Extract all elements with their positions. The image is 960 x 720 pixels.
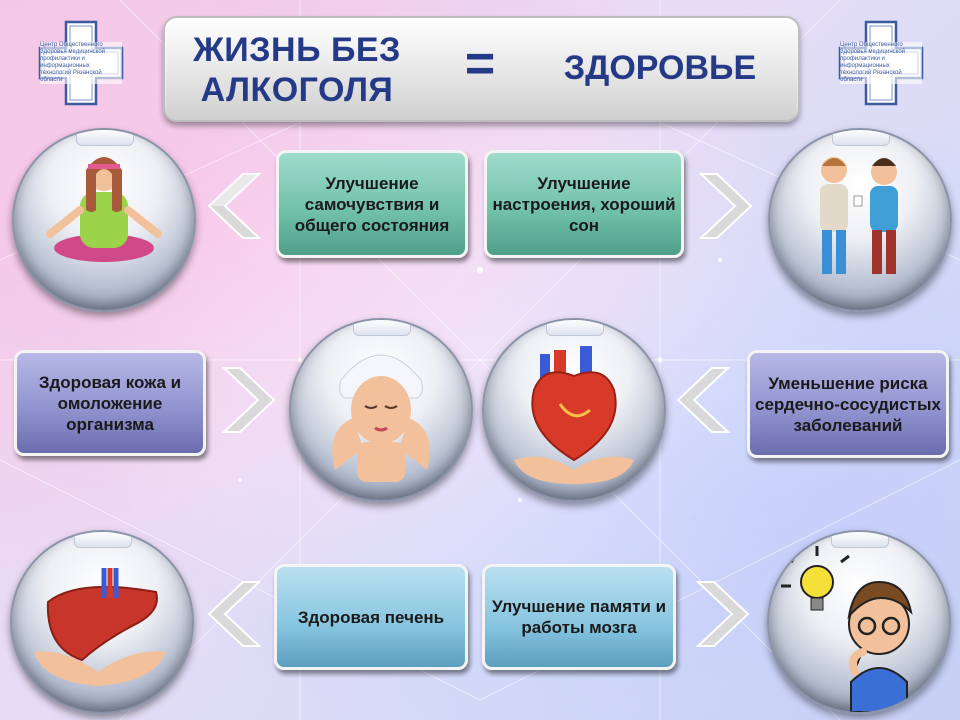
chevron-right-icon — [221, 367, 276, 433]
circle-meditation — [12, 128, 196, 312]
title-left-text: ЖИЗНЬ БЕЗ АЛКОГОЛЯ — [193, 31, 401, 109]
woman-skincare-icon — [332, 354, 430, 482]
benefit-liver: Здоровая печень — [274, 564, 468, 670]
friends-talking-icon — [820, 157, 898, 274]
logo-right: Центр Общественного Здоровья медицинской… — [836, 18, 926, 108]
heart-in-hands-icon — [514, 346, 634, 484]
benefit-memory-text: Улучшение памяти и работы мозга — [491, 597, 667, 637]
meditating-woman-icon — [46, 157, 162, 262]
benefit-heart-text: Уменьшение риска сердечно-сосудистых заб… — [755, 373, 941, 435]
chevron-left-icon — [207, 581, 262, 647]
equals-sign: = — [464, 35, 496, 93]
circle-idea — [767, 530, 951, 714]
logo-left: Центр Общественного Здоровья медицинской… — [36, 18, 126, 108]
logo-text: Центр Общественного Здоровья медицинской… — [840, 42, 922, 84]
chevron-left-icon — [207, 173, 262, 239]
benefit-skin: Здоровая кожа и омоложение организма — [14, 350, 206, 456]
benefit-wellbeing: Улучшение самочувствия и общего состояни… — [276, 150, 468, 258]
benefit-memory: Улучшение памяти и работы мозга — [482, 564, 676, 670]
title-right-text: ЗДОРОВЬЕ — [563, 49, 757, 87]
circle-skincare — [289, 318, 473, 502]
chevron-left-icon — [676, 367, 731, 433]
benefit-liver-text: Здоровая печень — [297, 607, 445, 627]
thinking-boy-lightbulb-icon — [781, 546, 913, 712]
benefit-heart: Уменьшение риска сердечно-сосудистых заб… — [747, 350, 949, 458]
chevron-right-icon — [698, 173, 753, 239]
title-banner: ЖИЗНЬ БЕЗ АЛКОГОЛЯ = ЗДОРОВЬЕ — [163, 16, 800, 122]
chevron-right-icon — [695, 581, 750, 647]
circle-heart — [482, 318, 666, 502]
benefit-mood-text: Улучшение настроения, хороший сон — [492, 173, 676, 235]
benefit-mood: Улучшение настроения, хороший сон — [484, 150, 684, 258]
circle-liver — [10, 530, 194, 714]
logo-text: Центр Общественного Здоровья медицинской… — [40, 42, 122, 84]
liver-in-hands-icon — [34, 568, 166, 686]
benefit-skin-text: Здоровая кожа и омоложение организма — [38, 372, 182, 434]
benefit-wellbeing-text: Улучшение самочувствия и общего состояни… — [294, 173, 450, 235]
circle-friends — [768, 128, 952, 312]
